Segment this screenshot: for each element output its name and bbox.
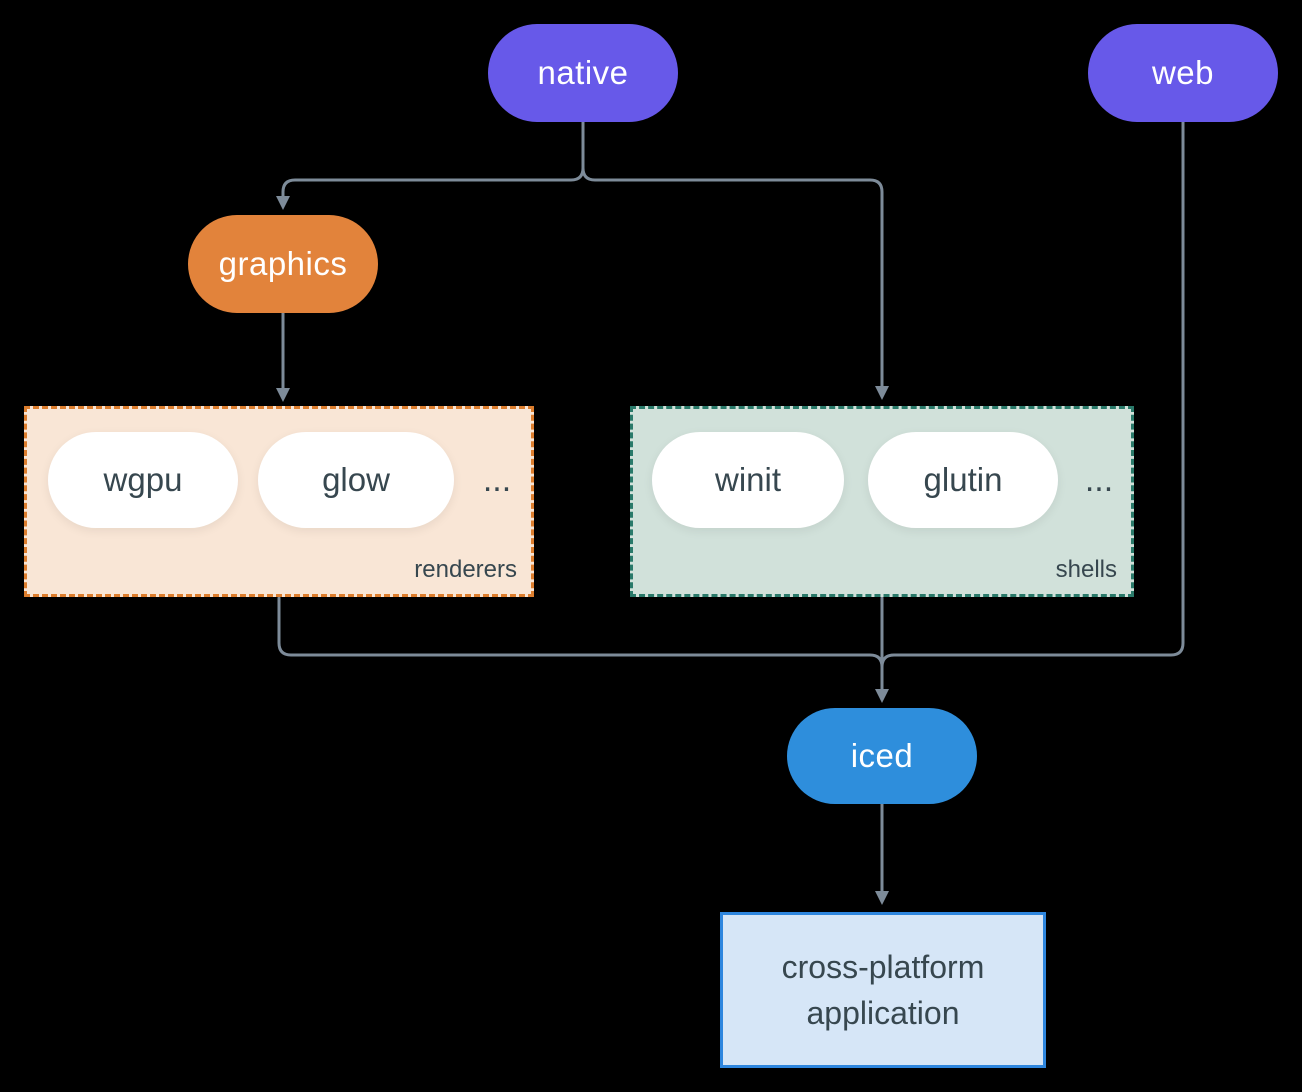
renderers-ellipsis: ... <box>482 460 512 499</box>
node-glutin: glutin <box>868 432 1058 528</box>
group-shells: winit glutin ... shells <box>630 406 1134 597</box>
group-shells-label: shells <box>1055 556 1117 583</box>
group-renderers-label: renderers <box>414 556 517 583</box>
edge-native-graphics <box>281 120 585 198</box>
node-native-label: native <box>537 54 629 91</box>
node-glow-label: glow <box>322 461 390 498</box>
arrowhead-shells <box>875 386 889 400</box>
shells-ellipsis: ... <box>1084 460 1114 499</box>
arrowhead-renderers <box>276 388 290 402</box>
node-graphics: graphics <box>188 215 378 313</box>
node-iced: iced <box>787 708 977 804</box>
node-native: native <box>488 24 678 122</box>
edge-renderers-merge <box>277 596 884 669</box>
arrowhead-graphics <box>276 196 290 210</box>
group-renderers: wgpu glow ... renderers <box>24 406 534 597</box>
application-label-line2: application <box>806 995 960 1031</box>
arrowhead-iced <box>875 689 889 703</box>
node-winit-label: winit <box>714 461 782 498</box>
application-label-line1: cross-platform <box>781 948 985 985</box>
node-winit: winit <box>652 432 844 528</box>
node-glutin-label: glutin <box>923 461 1003 498</box>
arrowhead-application <box>875 891 889 905</box>
node-iced-label: iced <box>850 737 914 774</box>
node-glow: glow <box>258 432 454 528</box>
node-wgpu-label: wgpu <box>103 461 183 498</box>
node-wgpu: wgpu <box>48 432 238 528</box>
node-web: web <box>1088 24 1278 122</box>
node-web-label: web <box>1151 54 1215 91</box>
node-graphics-label: graphics <box>218 245 348 282</box>
application-box: cross-platform application <box>720 912 1046 1068</box>
edge-native-shells <box>581 120 884 388</box>
